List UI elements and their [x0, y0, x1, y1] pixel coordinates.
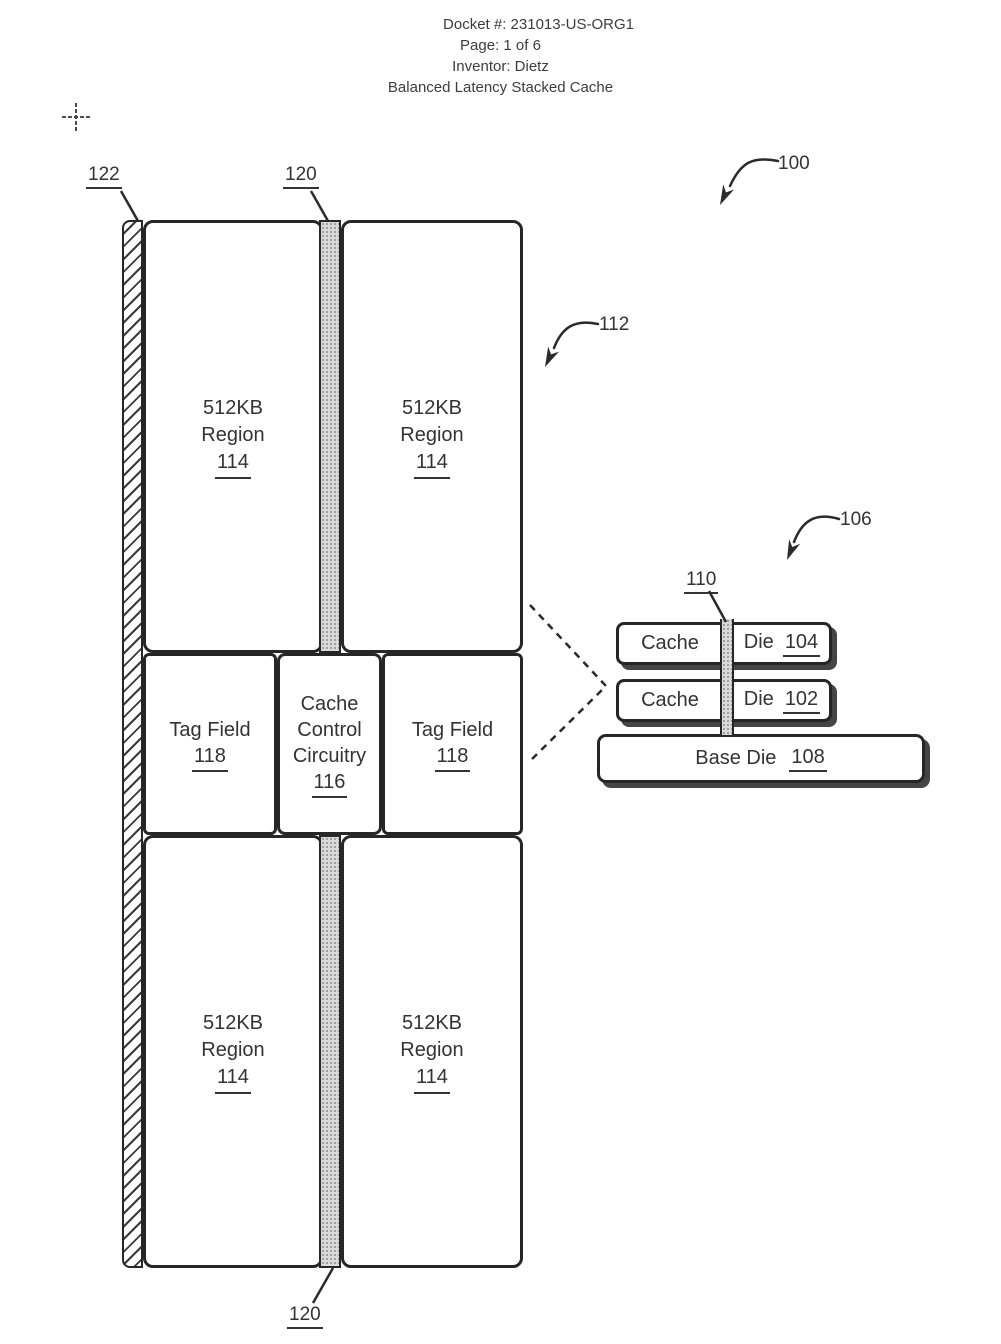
base-die-ref-number: 108: [789, 746, 827, 772]
docket-line: Docket #: 231013-US-ORG1: [443, 16, 634, 33]
region-word-label: Region: [400, 1038, 464, 1061]
region-ref-number: 114: [414, 449, 450, 479]
cache-die-102-name: Die 102: [735, 688, 829, 714]
base-die-box: Base Die 108: [597, 734, 925, 783]
tsv-column-strip-bottom: [319, 835, 341, 1268]
region-word-label: Region: [201, 1038, 265, 1061]
control-word-2: Control: [297, 718, 362, 741]
region-word-label: Region: [201, 423, 265, 446]
tag-field-ref-number: 118: [192, 743, 228, 772]
ref-106-label: 106: [840, 509, 872, 530]
tsv-column-strip-top: [319, 220, 341, 653]
ref-112-arrow: [545, 321, 600, 367]
base-die-label: Base Die: [695, 747, 777, 769]
title-line: Balanced Latency Stacked Cache: [387, 79, 614, 96]
tag-field-label: Tag Field: [169, 718, 251, 741]
control-ref-number: 116: [311, 769, 348, 798]
ref-122-label: 122: [86, 164, 122, 189]
region-box-top-left: 512KB Region 114: [143, 220, 323, 653]
ref-120-top-leader-line: [309, 190, 330, 222]
ref-100-arrow: [720, 158, 780, 205]
region-box-bottom-right: 512KB Region 114: [341, 835, 523, 1268]
sheet-header: Docket #: 231013-US-ORG1 Page: 1 of 6 In…: [0, 14, 1001, 98]
hatched-edge-strip: [122, 220, 143, 1268]
control-word-1: Cache: [300, 692, 359, 715]
region-ref-number: 114: [215, 1064, 251, 1094]
zoom-chevron-dashed-line: [528, 604, 608, 763]
region-size-label: 512KB: [202, 396, 264, 419]
tag-field-ref-number: 118: [434, 743, 471, 772]
cache-control-circuitry-box: Cache Control Circuitry 116: [277, 653, 382, 835]
region-ref-number: 114: [414, 1064, 450, 1094]
tag-field-label: Tag Field: [411, 718, 494, 741]
ref-120-bottom-leader-line: [311, 1267, 335, 1304]
ref-110-leader-line: [707, 590, 728, 623]
die-word-label: Die: [743, 687, 774, 710]
region-word-label: Region: [400, 423, 464, 446]
ref-100-label: 100: [778, 153, 810, 174]
ref-112-label: 112: [599, 314, 630, 335]
inventor-line: Inventor: Dietz: [452, 58, 549, 75]
region-ref-number: 114: [215, 449, 251, 479]
ref-122-leader-line: [119, 190, 140, 222]
region-box-bottom-left: 512KB Region 114: [143, 835, 323, 1268]
page-line: Page: 1 of 6: [460, 37, 541, 54]
region-size-label: 512KB: [202, 1011, 264, 1034]
ref-120-bottom-label: 120: [287, 1304, 323, 1329]
tag-field-box-right: Tag Field 118: [382, 653, 523, 835]
cache-die-104-cache-label: Cache: [641, 632, 699, 654]
cache-die-104-name: Die 104: [735, 631, 829, 657]
ref-110-label: 110: [684, 569, 719, 594]
die-104-ref-number: 104: [782, 631, 821, 657]
tag-field-box-left: Tag Field 118: [143, 653, 277, 835]
tsv-strip-stack: [720, 619, 734, 735]
region-box-top-right: 512KB Region 114: [341, 220, 523, 653]
region-size-label: 512KB: [401, 1011, 463, 1034]
control-word-3: Circuitry: [292, 744, 367, 767]
region-size-label: 512KB: [401, 396, 463, 419]
ref-120-top-label: 120: [283, 164, 319, 189]
registration-mark: [62, 103, 90, 131]
die-word-label: Die: [743, 630, 774, 653]
cache-die-102-cache-label: Cache: [641, 689, 699, 711]
die-102-ref-number: 102: [782, 688, 821, 714]
ref-106-arrow: [787, 515, 841, 560]
